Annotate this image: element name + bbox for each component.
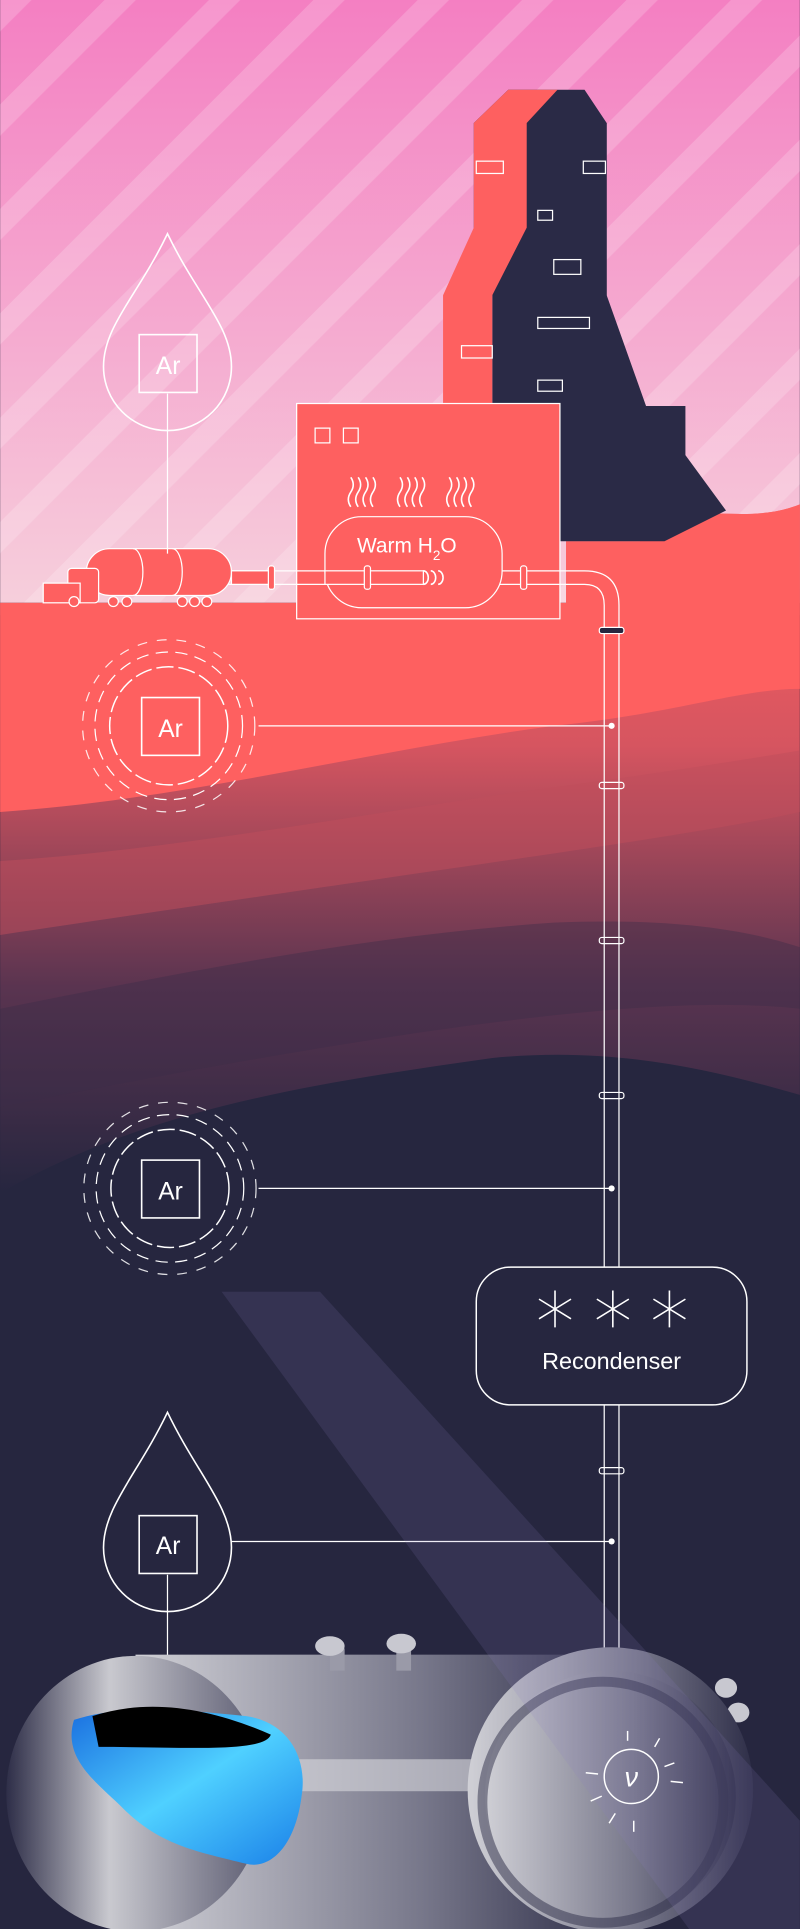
- recondenser-label: Recondenser: [542, 1348, 681, 1374]
- svg-text:Warm H2O: Warm H2O: [357, 534, 457, 562]
- warm-water-label: Warm H: [357, 534, 433, 557]
- argon-label: Ar: [158, 716, 183, 743]
- argon-droplet-top: Ar: [102, 231, 233, 432]
- liquid-argon: [71, 1709, 303, 1865]
- tanker-truck-icon: [42, 548, 269, 608]
- light-beam: [221, 1291, 800, 1929]
- earth-band: [0, 750, 800, 935]
- tower: [443, 89, 647, 406]
- warm-water-sub: 2: [433, 548, 441, 563]
- neutrino-symbol: ν: [625, 1762, 639, 1792]
- heat-waves-icon: [347, 476, 475, 508]
- argon-gas-cloud-1: Ar: [81, 639, 256, 813]
- warm-water-tank: Warm H2O: [324, 516, 503, 609]
- warm-water-end: O: [440, 534, 456, 557]
- argon-droplet-bottom: Ar: [102, 1410, 233, 1613]
- argon-label: Ar: [156, 1533, 181, 1560]
- snowflake-icon: [538, 1290, 686, 1328]
- argon-label: Ar: [156, 353, 181, 380]
- recondenser-box: Recondenser: [475, 1266, 748, 1406]
- argon-gas-cloud-2: Ar: [83, 1101, 257, 1276]
- argon-label: Ar: [158, 1178, 183, 1205]
- earth-band: [0, 921, 800, 1108]
- detector-cryostat: [6, 1633, 754, 1929]
- neutrino-icon: ν: [585, 1730, 684, 1832]
